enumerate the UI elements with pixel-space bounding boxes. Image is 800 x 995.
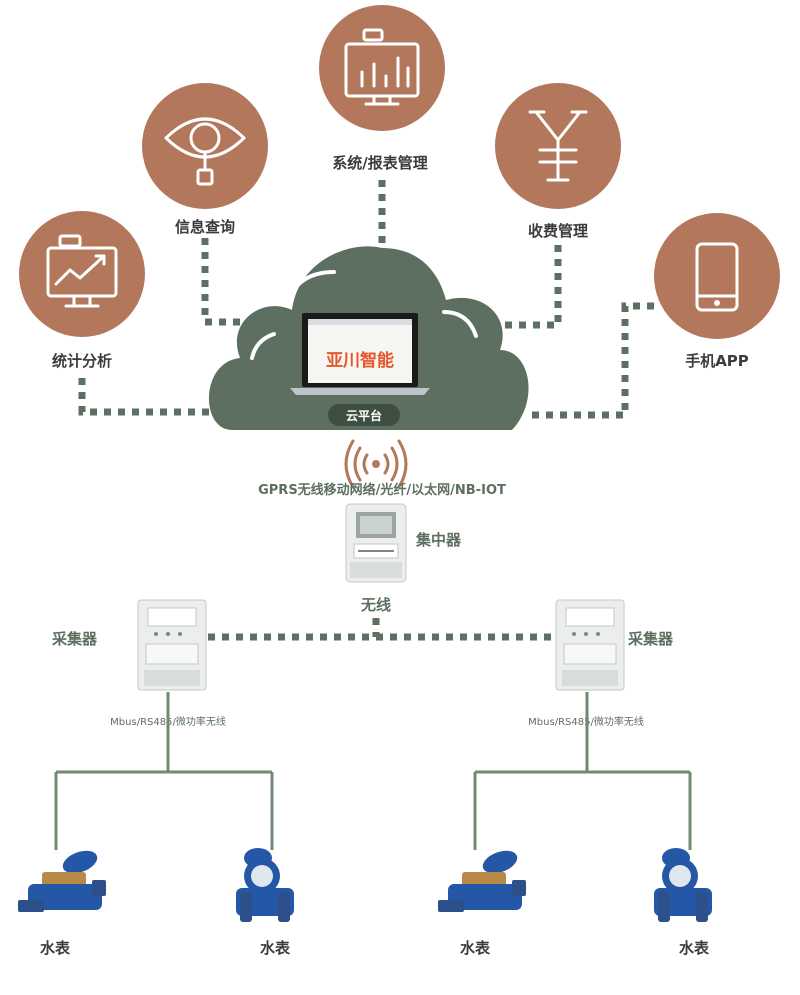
meter-label-1: 水表 (40, 939, 71, 957)
circle-info-query[interactable] (142, 83, 268, 209)
meter-label-4: 水表 (679, 939, 710, 957)
yen-icon (528, 110, 588, 182)
collector-right-label: 采集器 (627, 630, 674, 648)
phone-icon (695, 242, 739, 312)
connector-mobile-app (530, 302, 654, 419)
laptop (290, 313, 430, 395)
label-system-report: 系统/报表管理 (332, 154, 427, 172)
water-meter-3 (438, 850, 526, 912)
water-meter-4 (654, 848, 712, 922)
water-meter-2 (236, 848, 294, 922)
concentrator-device (345, 503, 407, 583)
circle-system-report[interactable] (319, 5, 445, 131)
bus-tree-right (473, 692, 692, 850)
network-label: GPRS无线移动网络/光纤/以太网/NB-IOT (258, 482, 506, 498)
connector-stats (78, 378, 238, 416)
collector-device-left (137, 599, 207, 691)
label-billing: 收费管理 (528, 222, 588, 240)
collector-left-label: 采集器 (51, 630, 98, 648)
label-info-query: 信息查询 (175, 218, 235, 236)
concentrator-label: 集中器 (415, 531, 462, 549)
circle-mobile-app[interactable] (654, 213, 780, 339)
platform-label[interactable]: 云平台 (346, 408, 382, 423)
wireless-label: 无线 (360, 596, 391, 614)
meter-label-2: 水表 (260, 939, 291, 957)
wireless-signal-icon (344, 439, 408, 489)
label-stats: 统计分析 (52, 352, 112, 370)
monitor-bar-icon (344, 28, 420, 106)
circle-stats[interactable] (19, 211, 145, 337)
platform-pill (328, 404, 400, 426)
eye-magnifier-icon (164, 117, 246, 186)
meter-label-3: 水表 (460, 939, 491, 957)
circle-billing[interactable] (495, 83, 621, 209)
brand-name: 亚川智能 (326, 350, 394, 371)
label-mobile-app: 手机APP (685, 352, 749, 370)
water-meter-1 (18, 850, 106, 912)
monitor-chart-icon (46, 234, 118, 308)
collector-device-right (555, 599, 625, 691)
bus-tree-left (54, 692, 274, 850)
